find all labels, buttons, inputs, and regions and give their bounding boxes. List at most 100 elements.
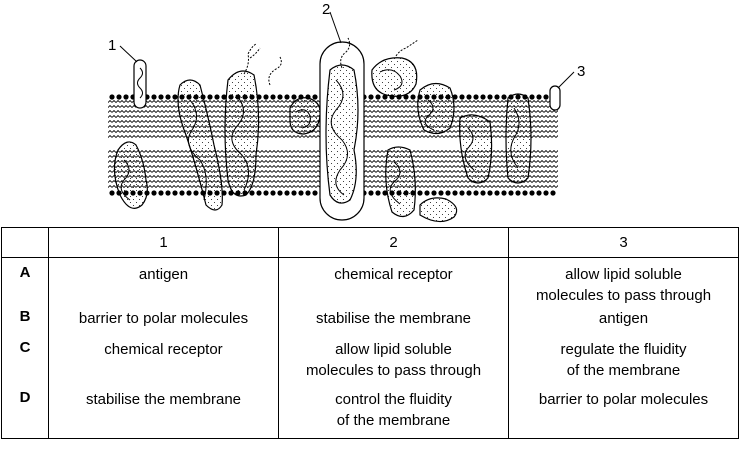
phospholipid-head [501, 190, 507, 196]
phospholipid-head [424, 190, 430, 196]
phospholipid-head [536, 94, 542, 100]
protein-channel-e [459, 114, 493, 184]
phospholipid-head [165, 190, 171, 196]
phospholipid-head [270, 190, 276, 196]
phospholipid-head [158, 190, 164, 196]
phospholipid-head [116, 94, 122, 100]
phospholipid-head [221, 94, 227, 100]
phospholipid-head [543, 190, 549, 196]
header-blank [1, 227, 49, 258]
table-cell: stabilise the membrane [48, 388, 279, 439]
phospholipid-head [529, 94, 535, 100]
phospholipid-head [165, 94, 171, 100]
protein-channel-d [417, 82, 455, 135]
phospholipid-head [382, 94, 388, 100]
phospholipid-head [487, 190, 493, 196]
phospholipid-head [550, 190, 556, 196]
phospholipid-head [151, 94, 157, 100]
phospholipid-head [109, 94, 115, 100]
table-header-row: 1 2 3 [1, 227, 739, 258]
phospholipid-head [207, 94, 213, 100]
phospholipid-head [291, 94, 297, 100]
table-cell: barrier to polar molecules [48, 307, 279, 339]
protein-channel-c [385, 146, 416, 218]
phospholipid-head [473, 190, 479, 196]
label-3: 3 [577, 63, 585, 80]
phospholipid-head [277, 94, 283, 100]
phospholipid-head [375, 94, 381, 100]
row-letter: C [1, 338, 49, 389]
protein-channel-b [224, 70, 260, 197]
phospholipid-head [298, 190, 304, 196]
table-cell: stabilise the membrane [278, 307, 509, 339]
phospholipid-head [417, 190, 423, 196]
phospholipid-head [536, 190, 542, 196]
phospholipid-head [172, 190, 178, 196]
phospholipid-head [487, 94, 493, 100]
phospholipid-head [263, 94, 269, 100]
table-cell: antigen [508, 307, 739, 339]
phospholipid-head [249, 190, 255, 196]
phospholipid-head [277, 190, 283, 196]
phospholipid-head [473, 94, 479, 100]
phospholipid-head [543, 94, 549, 100]
phospholipid-head [508, 190, 514, 196]
phospholipid-head [466, 190, 472, 196]
phospholipid-head [172, 94, 178, 100]
protein-2-inner [325, 64, 359, 204]
protein-channel-f [505, 93, 532, 184]
phospholipid-head [305, 190, 311, 196]
table-cell: chemical receptor [278, 257, 509, 308]
phospholipid-head [480, 190, 486, 196]
phospholipid-head [515, 190, 521, 196]
phospholipid-head [179, 190, 185, 196]
row-letter: A [1, 257, 49, 308]
phospholipid-head [403, 94, 409, 100]
label-leaders [119, 11, 575, 89]
table-cell: chemical receptor [48, 338, 279, 389]
phospholipid-head [186, 190, 192, 196]
phospholipid-head [445, 190, 451, 196]
phospholipid-head [382, 190, 388, 196]
table-row-d: D stabilise the membrane control the flu… [1, 388, 739, 439]
glycoprotein-1 [133, 59, 147, 109]
header-col-2: 2 [278, 227, 509, 258]
phospholipid-head [501, 94, 507, 100]
phospholipid-head [270, 94, 276, 100]
membrane-diagram: 1 2 3 [108, 1, 585, 223]
header-col-1: 1 [48, 227, 279, 258]
phospholipid-head [214, 94, 220, 100]
phospholipid-head [480, 94, 486, 100]
phospholipid-head [452, 190, 458, 196]
protein-channel-a [177, 79, 223, 211]
phospholipid-head [193, 190, 199, 196]
phospholipid-head [459, 94, 465, 100]
phospholipid-head [494, 190, 500, 196]
answer-table: 1 2 3 A antigen chemical receptor allow … [1, 227, 739, 439]
glycoprotein-3 [549, 85, 561, 111]
phospholipid-head [529, 190, 535, 196]
phospholipid-head [452, 94, 458, 100]
phospholipid-head [522, 190, 528, 196]
header-col-3: 3 [508, 227, 739, 258]
peripheral-protein-a [289, 97, 321, 135]
phospholipid-head [312, 94, 318, 100]
label-1: 1 [108, 37, 116, 54]
table-cell: antigen [48, 257, 279, 308]
table-cell: barrier to polar molecules [508, 388, 739, 439]
membrane-proteins [113, 37, 561, 223]
peripheral-protein-c [419, 197, 458, 223]
row-letter: D [1, 388, 49, 439]
phospholipid-head [263, 190, 269, 196]
phospholipid-head [151, 190, 157, 196]
phospholipid-head [466, 94, 472, 100]
phospholipid-head [375, 190, 381, 196]
phospholipid-head [284, 94, 290, 100]
phospholipid-head [431, 190, 437, 196]
label-2: 2 [322, 1, 330, 18]
phospholipid-head [291, 190, 297, 196]
phospholipid-head [459, 190, 465, 196]
